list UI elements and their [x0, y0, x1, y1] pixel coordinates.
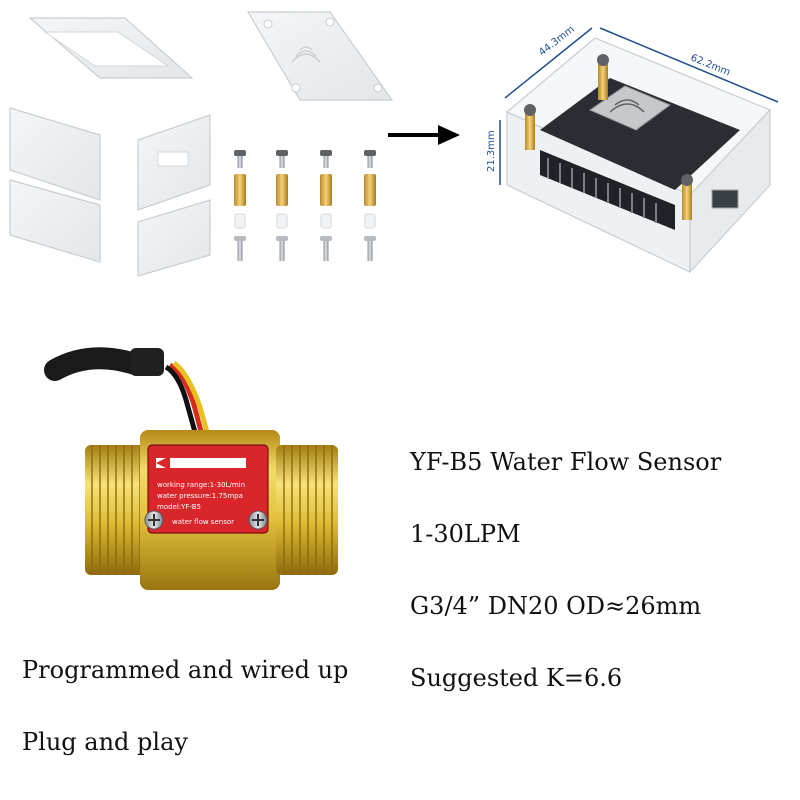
- case-hardware: [234, 150, 376, 261]
- case-top-frame-plate: [28, 17, 194, 79]
- flow-range: 1-30LPM: [410, 520, 521, 548]
- screw-icon: [144, 510, 268, 530]
- sensor-title: YF-B5 Water Flow Sensor: [410, 448, 722, 476]
- k-factor: Suggested K=6.6: [410, 664, 623, 692]
- sensor-label-model: model:YF-B5: [157, 503, 201, 511]
- thread-spec: G3/4” DN20 OD≈26mm: [410, 592, 702, 620]
- sensor-label-name: water flow sensor: [172, 518, 234, 526]
- sensor-label-working-range: working range:1-30L/min: [157, 481, 245, 489]
- sensor-label-pressure: water pressure:1.75mpa: [157, 492, 243, 500]
- case-dimension-lines: [499, 27, 779, 185]
- flow-sensor-label: [147, 444, 269, 534]
- feature-plug-and-play: Plug and play: [22, 728, 188, 756]
- case-lid-plate: [246, 11, 394, 101]
- assembled-case-illustration: [505, 37, 772, 274]
- assembly-arrow-icon: [388, 125, 460, 145]
- dimension-height-label: 21.3mm: [486, 130, 497, 172]
- flow-sensor-cable: [44, 347, 215, 451]
- feature-programmed: Programmed and wired up: [22, 656, 349, 684]
- case-side-walls: [9, 107, 211, 277]
- dimension-width-label: 44.3mm: [537, 24, 577, 58]
